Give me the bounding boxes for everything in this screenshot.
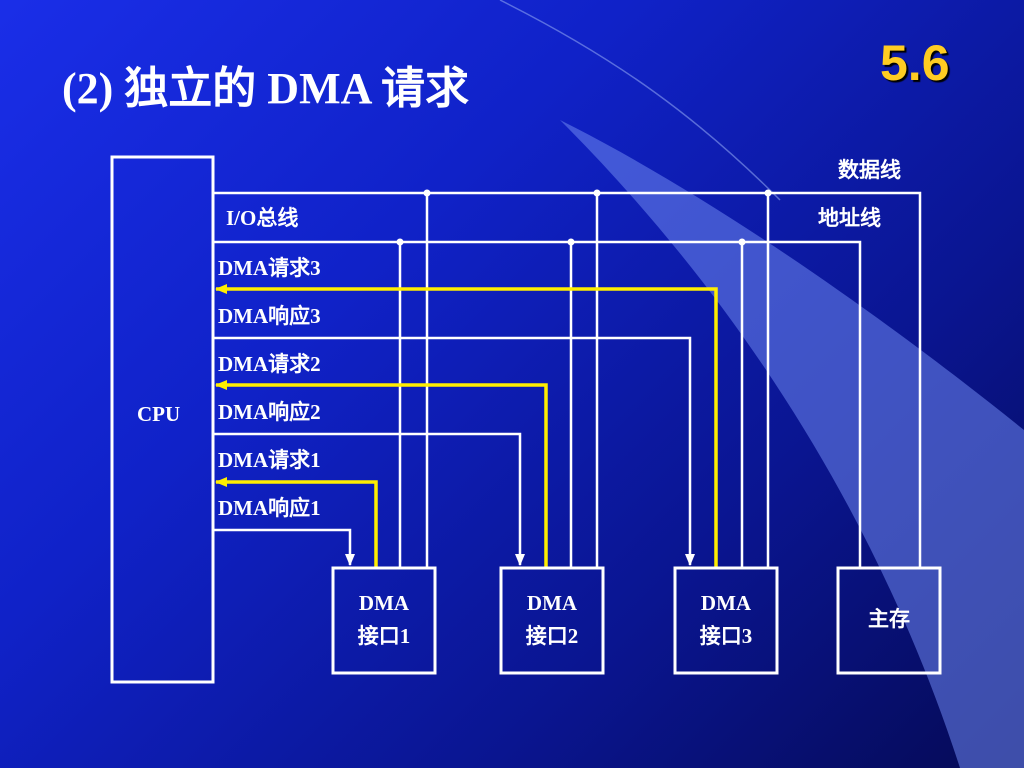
dma-interface-1-label-line1: DMA [359, 591, 410, 615]
dma-ack-1-line [213, 528, 355, 566]
background-arc-decoration [499, 0, 781, 201]
data-line [213, 191, 922, 567]
signal-label-ack-3: DMA响应3 [218, 304, 321, 328]
junction-dot [738, 238, 746, 246]
cpu-label: CPU [137, 402, 180, 426]
dma-interface-2-box [499, 566, 605, 675]
signal-label-request-3: DMA请求3 [218, 256, 321, 280]
main-memory-label: 主存 [868, 607, 910, 631]
io-bus-label: I/O总线 [226, 206, 298, 230]
dma-interface-3-label-line2: 接口3 [700, 624, 753, 648]
signal-label-ack-1: DMA响应1 [218, 496, 321, 520]
signal-label-request-2: DMA请求2 [218, 352, 321, 376]
cpu-box [110, 155, 215, 684]
dma-interface-3-label-line1: DMA [701, 591, 752, 615]
junction-dot [764, 189, 772, 197]
dma-interface-2-label-line1: DMA [527, 591, 578, 615]
background-sweep-decoration [560, 120, 1024, 768]
slide-title: (2) 独立的 DMA 请求 [62, 64, 469, 113]
dma-request-2-line [215, 380, 548, 567]
dma-interface-3-box [673, 566, 779, 675]
dma-request-1-line [215, 477, 378, 567]
dma-request-3-line [215, 284, 718, 567]
dma-interface-1-label-line2: 接口1 [358, 624, 411, 648]
dma-interface-2-label-line2: 接口2 [526, 624, 579, 648]
address-line-label: 地址线 [818, 206, 881, 230]
section-number: 5.6 [880, 35, 950, 91]
junction-dot [396, 238, 404, 246]
main-memory-box [836, 566, 942, 675]
data-line-label: 数据线 [838, 158, 901, 182]
signal-label-ack-2: DMA响应2 [218, 400, 321, 424]
junction-dot [423, 189, 431, 197]
signal-label-request-1: DMA请求1 [218, 448, 321, 472]
junction-dot [593, 189, 601, 197]
address-line [213, 240, 862, 567]
dma-ack-3-line [213, 336, 695, 566]
junction-dot [567, 238, 575, 246]
dma-interface-1-box [331, 566, 437, 675]
dma-ack-2-line [213, 432, 525, 566]
